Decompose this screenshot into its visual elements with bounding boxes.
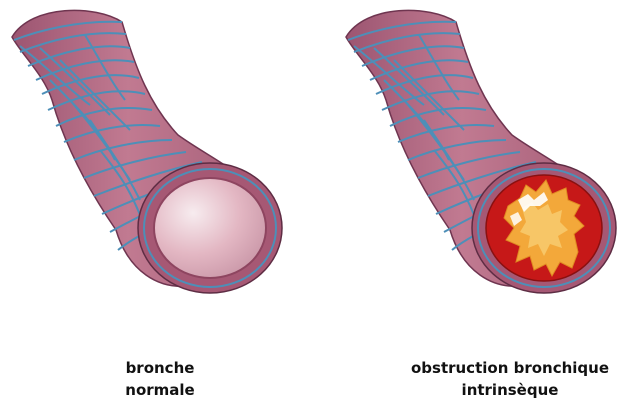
caption-obstructed-line2: intrinsèque [392,379,628,401]
normal-bronchus [12,10,282,293]
caption-normal-line2: normale [85,379,235,401]
obstructed-bronchus-opening [472,163,616,293]
normal-bronchus-opening [138,163,282,293]
caption-obstructed-line1: obstruction bronchique [392,357,628,379]
caption-obstructed-bronchus: obstruction bronchique intrinsèque [392,357,628,401]
caption-normal-bronchus: bronche normale [85,357,235,401]
caption-normal-line1: bronche [85,357,235,379]
obstructed-bronchus [346,10,616,293]
